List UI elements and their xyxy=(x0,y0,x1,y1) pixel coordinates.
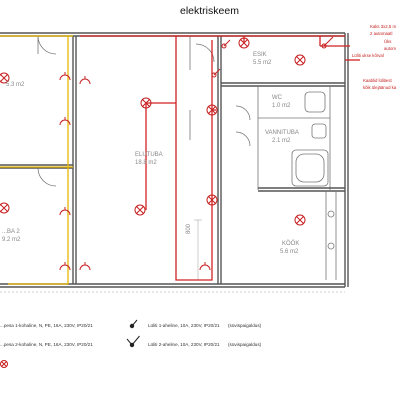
room-area-vannituba: 2.1 m2 xyxy=(272,138,291,144)
wiring-red xyxy=(80,35,360,281)
room-name-elutuba: ELUTUBA xyxy=(135,152,163,158)
switch-1-icon xyxy=(211,68,221,78)
room-labels: 5.3 m2 ...BA 2 9.2 m2 ELUTUBA 18.8 m2 ES… xyxy=(2,52,299,255)
room-name-vannituba: VANNITUBA xyxy=(265,130,299,136)
legend-switch-1-mount: (süvispaigaldus) xyxy=(228,323,262,328)
socket-icon xyxy=(59,207,71,216)
ceiling-light-icon xyxy=(0,72,10,84)
socket-icon xyxy=(59,262,71,271)
ceiling-light-icon xyxy=(0,202,10,214)
note-cable-1: Kaks 3x2,5 m xyxy=(370,24,396,29)
ceiling-light-icon xyxy=(294,54,306,66)
ceiling-light-icon xyxy=(206,194,218,206)
switch-1-icon xyxy=(221,39,231,49)
socket-icon xyxy=(59,72,71,81)
room-name-kook: KÖÖK xyxy=(282,240,299,247)
room-name-esik: ESIK xyxy=(253,52,267,58)
socket-icon xyxy=(79,262,91,271)
plan-title: elektriskeem xyxy=(180,5,239,17)
switch-2-icon xyxy=(321,36,334,49)
ceiling-light-icon xyxy=(206,104,218,116)
switch-1-icon xyxy=(129,319,138,329)
notes: Kaks 3x2,5 m 2 automaatl Üks autom Lülit… xyxy=(352,24,397,90)
note-ceiling-2: autom xyxy=(384,46,396,51)
room-area-esik: 5.5 m2 xyxy=(253,60,272,66)
note-cables-1: Kaablid lülitiest xyxy=(363,78,392,83)
socket-icon xyxy=(199,262,211,271)
legend-switch-2-mount: (süvispaigaldus) xyxy=(228,342,262,347)
room-name-magamistuba-2: ...BA 2 xyxy=(2,229,20,235)
legend-socket-1: ...pesa 1-kohaline, N, PE, 16A, 230V, IP… xyxy=(0,323,93,328)
room-area-magamistuba-1: 5.3 m2 xyxy=(6,82,25,88)
note-switch: Lüliti ukse kõrval xyxy=(352,53,384,58)
room-area-magamistuba-2: 9.2 m2 xyxy=(2,237,21,243)
room-area-kook: 5.6 m2 xyxy=(280,249,299,255)
legend: ...pesa 1-kohaline, N, PE, 16A, 230V, IP… xyxy=(0,319,262,368)
legend-socket-2: ...pesa 2-kohaline, N, PE, 16A, 230V, IP… xyxy=(0,342,93,347)
legend-switch-2: Lüliti 2-aheline, 10A, 230V, IP20/21 xyxy=(148,342,220,347)
room-area-elutuba: 18.8 m2 xyxy=(135,160,157,166)
note-cable-2: 2 automaatl xyxy=(370,31,392,36)
wiring-yellow xyxy=(0,35,73,285)
ceiling-light-icon xyxy=(0,360,8,368)
note-ceiling-1: Üks xyxy=(384,39,391,44)
room-area-wc: 1.0 m2 xyxy=(272,103,291,109)
room-name-wc: WC xyxy=(272,95,283,101)
ceiling-light-icon xyxy=(140,97,152,109)
ceiling-lights xyxy=(0,37,306,226)
socket-icon xyxy=(79,76,91,85)
socket-icon xyxy=(59,117,71,126)
switch-2-icon xyxy=(126,335,140,348)
walls xyxy=(0,32,349,293)
ceiling-light-icon xyxy=(238,37,250,49)
dimension-label: 800 xyxy=(186,223,192,234)
sockets xyxy=(59,36,334,271)
legend-switch-1: Lüliti 1-aheline, 10A, 230V, IP20/21 xyxy=(148,323,220,328)
ceiling-light-icon xyxy=(134,204,146,216)
ceiling-light-icon xyxy=(294,214,306,226)
note-cables-2: kõik ülejäänud ka xyxy=(363,85,397,90)
